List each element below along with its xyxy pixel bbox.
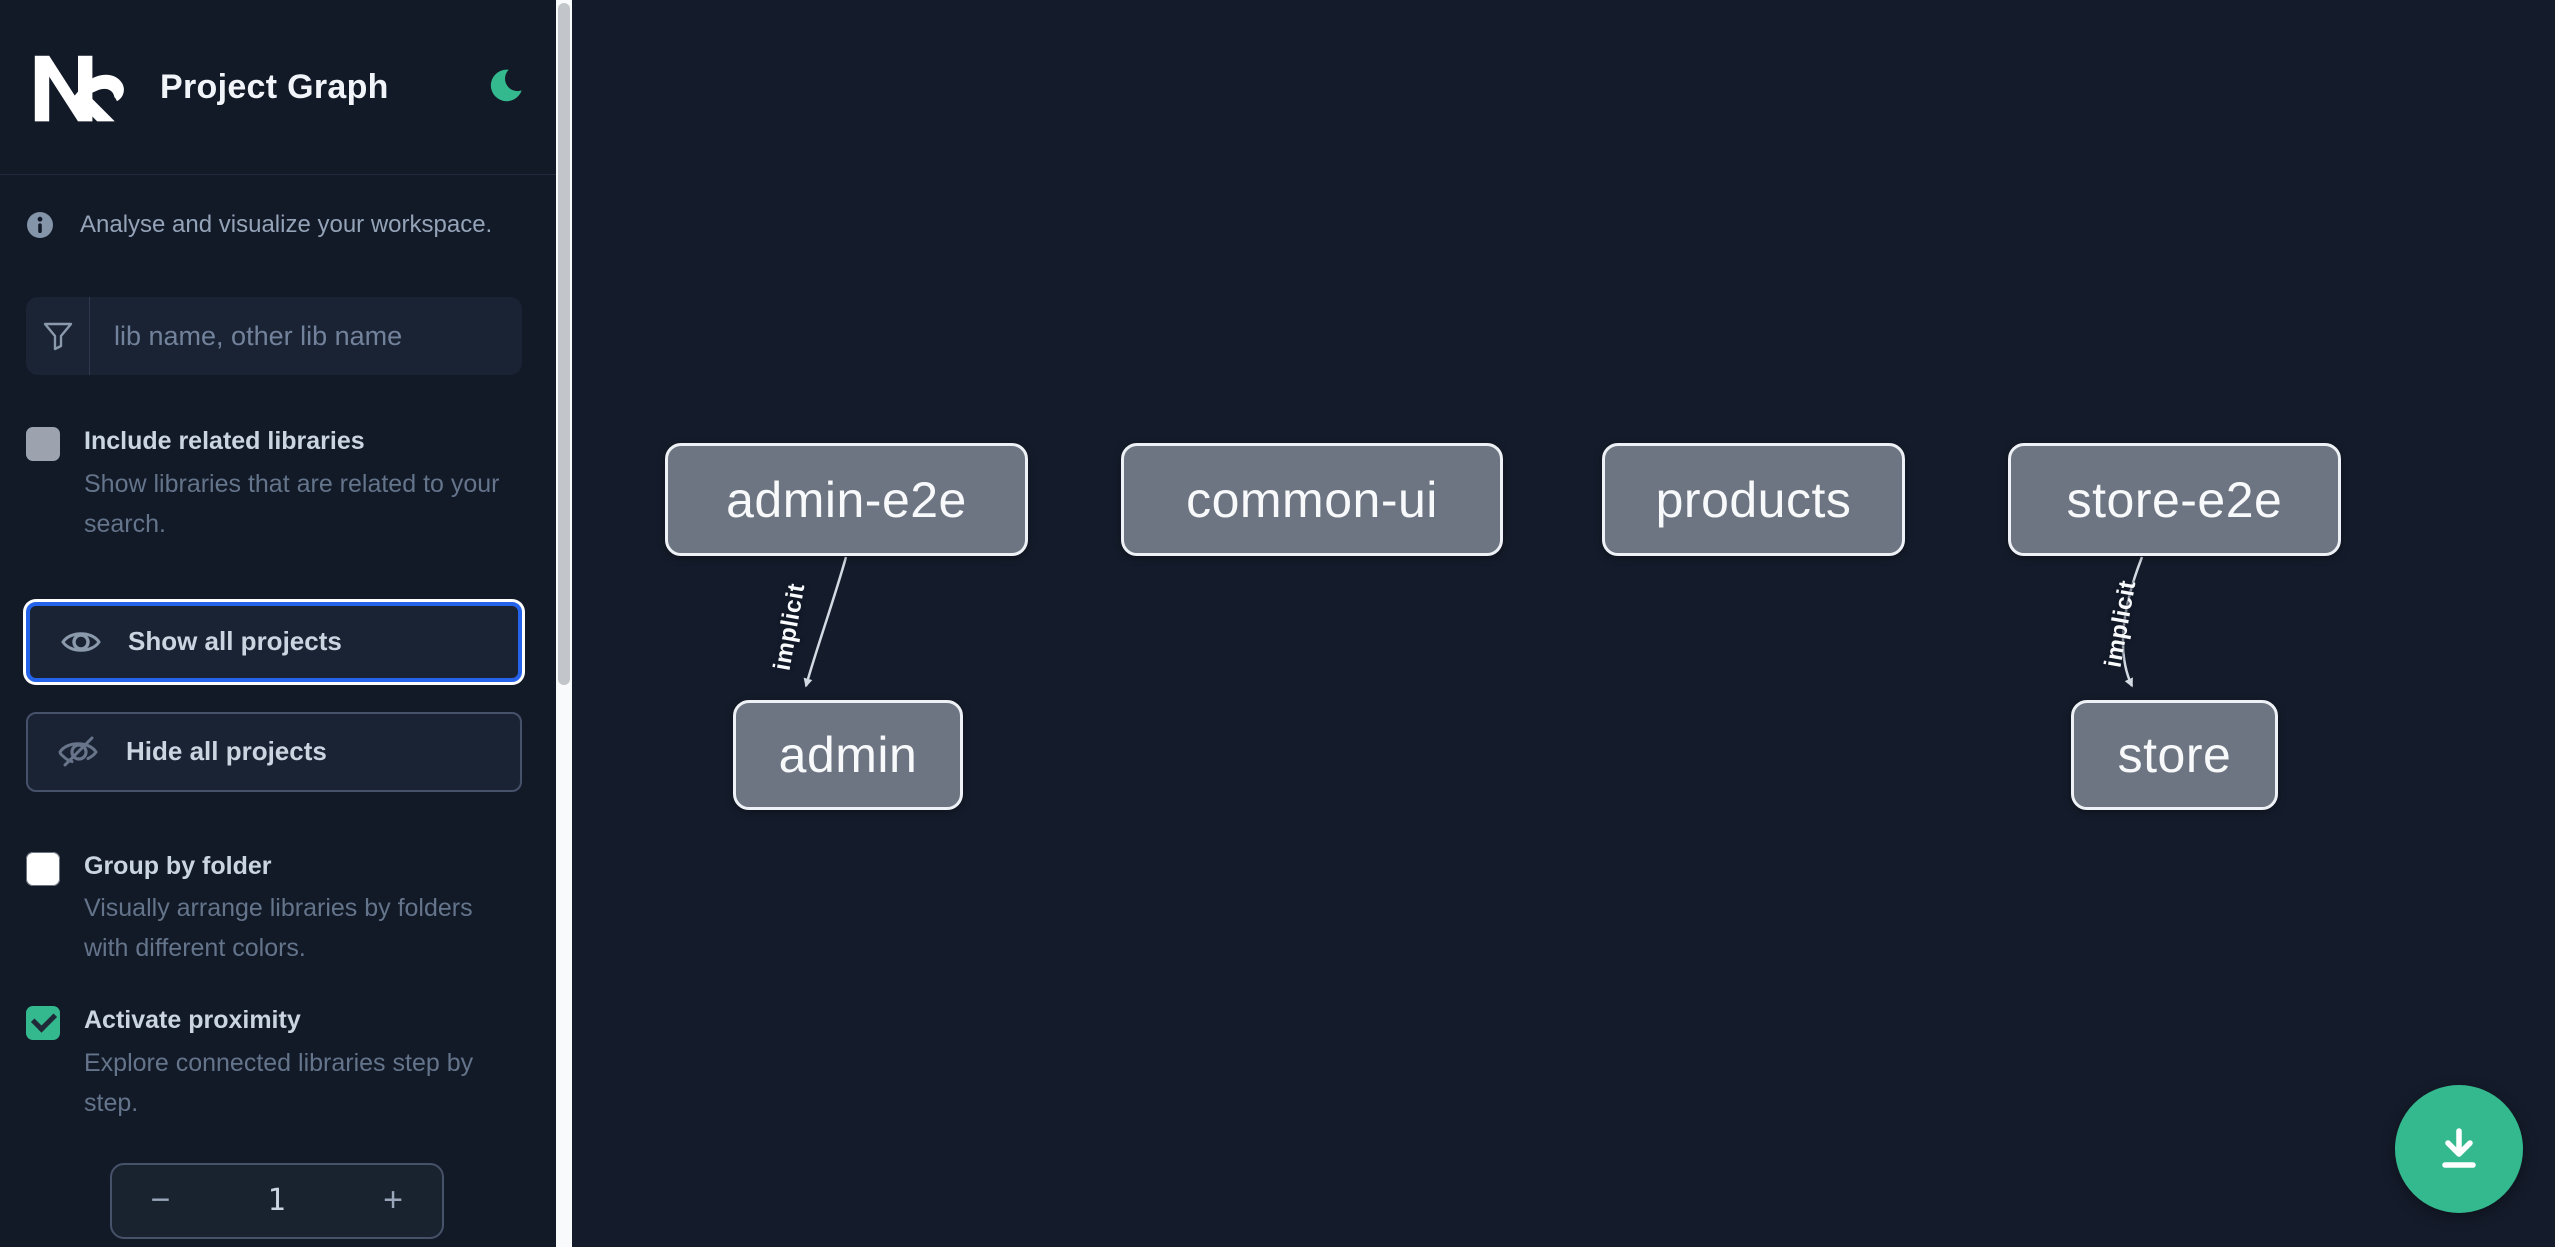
toggle-activate-proximity[interactable]: Activate proximity Explore connected lib…: [26, 1004, 530, 1123]
page-title: Project Graph: [160, 67, 389, 106]
decrement-button[interactable]: −: [112, 1165, 209, 1237]
checkbox-activate-proximity[interactable]: [26, 1006, 60, 1040]
tagline-row: Analyse and visualize your workspace.: [26, 211, 530, 239]
toggle-description: Show libraries that are related to your …: [84, 469, 500, 538]
sidebar-body: Analyse and visualize your workspace. In…: [0, 211, 556, 1239]
download-graph-button[interactable]: [2395, 1085, 2523, 1213]
toggle-include-related-libraries[interactable]: Include related libraries Show libraries…: [26, 425, 530, 544]
hide-all-projects-button[interactable]: Hide all projects: [26, 711, 522, 792]
info-icon: [26, 211, 54, 239]
tagline-text: Analyse and visualize your workspace.: [80, 211, 493, 238]
filter-icon: [26, 297, 90, 375]
sidebar-scrollbar-thumb[interactable]: [558, 3, 570, 685]
nx-logo-icon: [34, 55, 124, 122]
graph-node-admin[interactable]: admin: [733, 700, 963, 810]
checkbox-include-related[interactable]: [26, 427, 60, 461]
graph-edge-admin-e2e-to-admin: [803, 556, 848, 688]
toggle-description: Visually arrange libraries by folders wi…: [84, 894, 473, 962]
toggle-label: Group by folder: [84, 851, 272, 880]
sidebar: Project Graph Analyse and visualize your…: [0, 0, 556, 1247]
search-input[interactable]: [90, 297, 522, 375]
graph-node-admin-e2e[interactable]: admin-e2e: [665, 443, 1028, 556]
proximity-depth-stepper: − 1 +: [110, 1162, 444, 1239]
show-all-projects-button[interactable]: Show all projects: [26, 601, 522, 682]
moon-icon: [490, 69, 522, 102]
eye-icon: [60, 624, 102, 660]
dark-mode-toggle-button[interactable]: [480, 64, 526, 110]
toggle-label: Activate proximity: [84, 1006, 301, 1034]
checkbox-group-by-folder[interactable]: [26, 851, 60, 886]
project-graph-canvas[interactable]: admin-e2e common-ui products store-e2e admin…: [572, 0, 2555, 1247]
toggle-label: Include related libraries: [84, 427, 365, 455]
graph-node-store[interactable]: store: [2071, 700, 2278, 810]
increment-button[interactable]: +: [344, 1165, 442, 1237]
search-box: [26, 297, 522, 375]
hide-all-projects-label: Hide all projects: [126, 736, 327, 766]
graph-node-products[interactable]: products: [1602, 443, 1905, 556]
graph-node-store-e2e[interactable]: store-e2e: [2008, 443, 2341, 556]
graph-node-common-ui[interactable]: common-ui: [1121, 443, 1503, 556]
stepper-value: 1: [267, 1183, 286, 1218]
eye-slash-icon: [58, 734, 100, 770]
toggle-group-by-folder[interactable]: Group by folder Visually arrange librari…: [26, 850, 530, 969]
graph-edge-store-e2e-to-store: [2121, 556, 2144, 688]
sidebar-header: Project Graph: [0, 0, 556, 175]
show-all-projects-label: Show all projects: [128, 626, 342, 656]
graph-edges: [803, 556, 2144, 688]
download-icon: [2442, 1128, 2476, 1168]
toggle-description: Explore connected libraries step by step…: [84, 1048, 474, 1117]
